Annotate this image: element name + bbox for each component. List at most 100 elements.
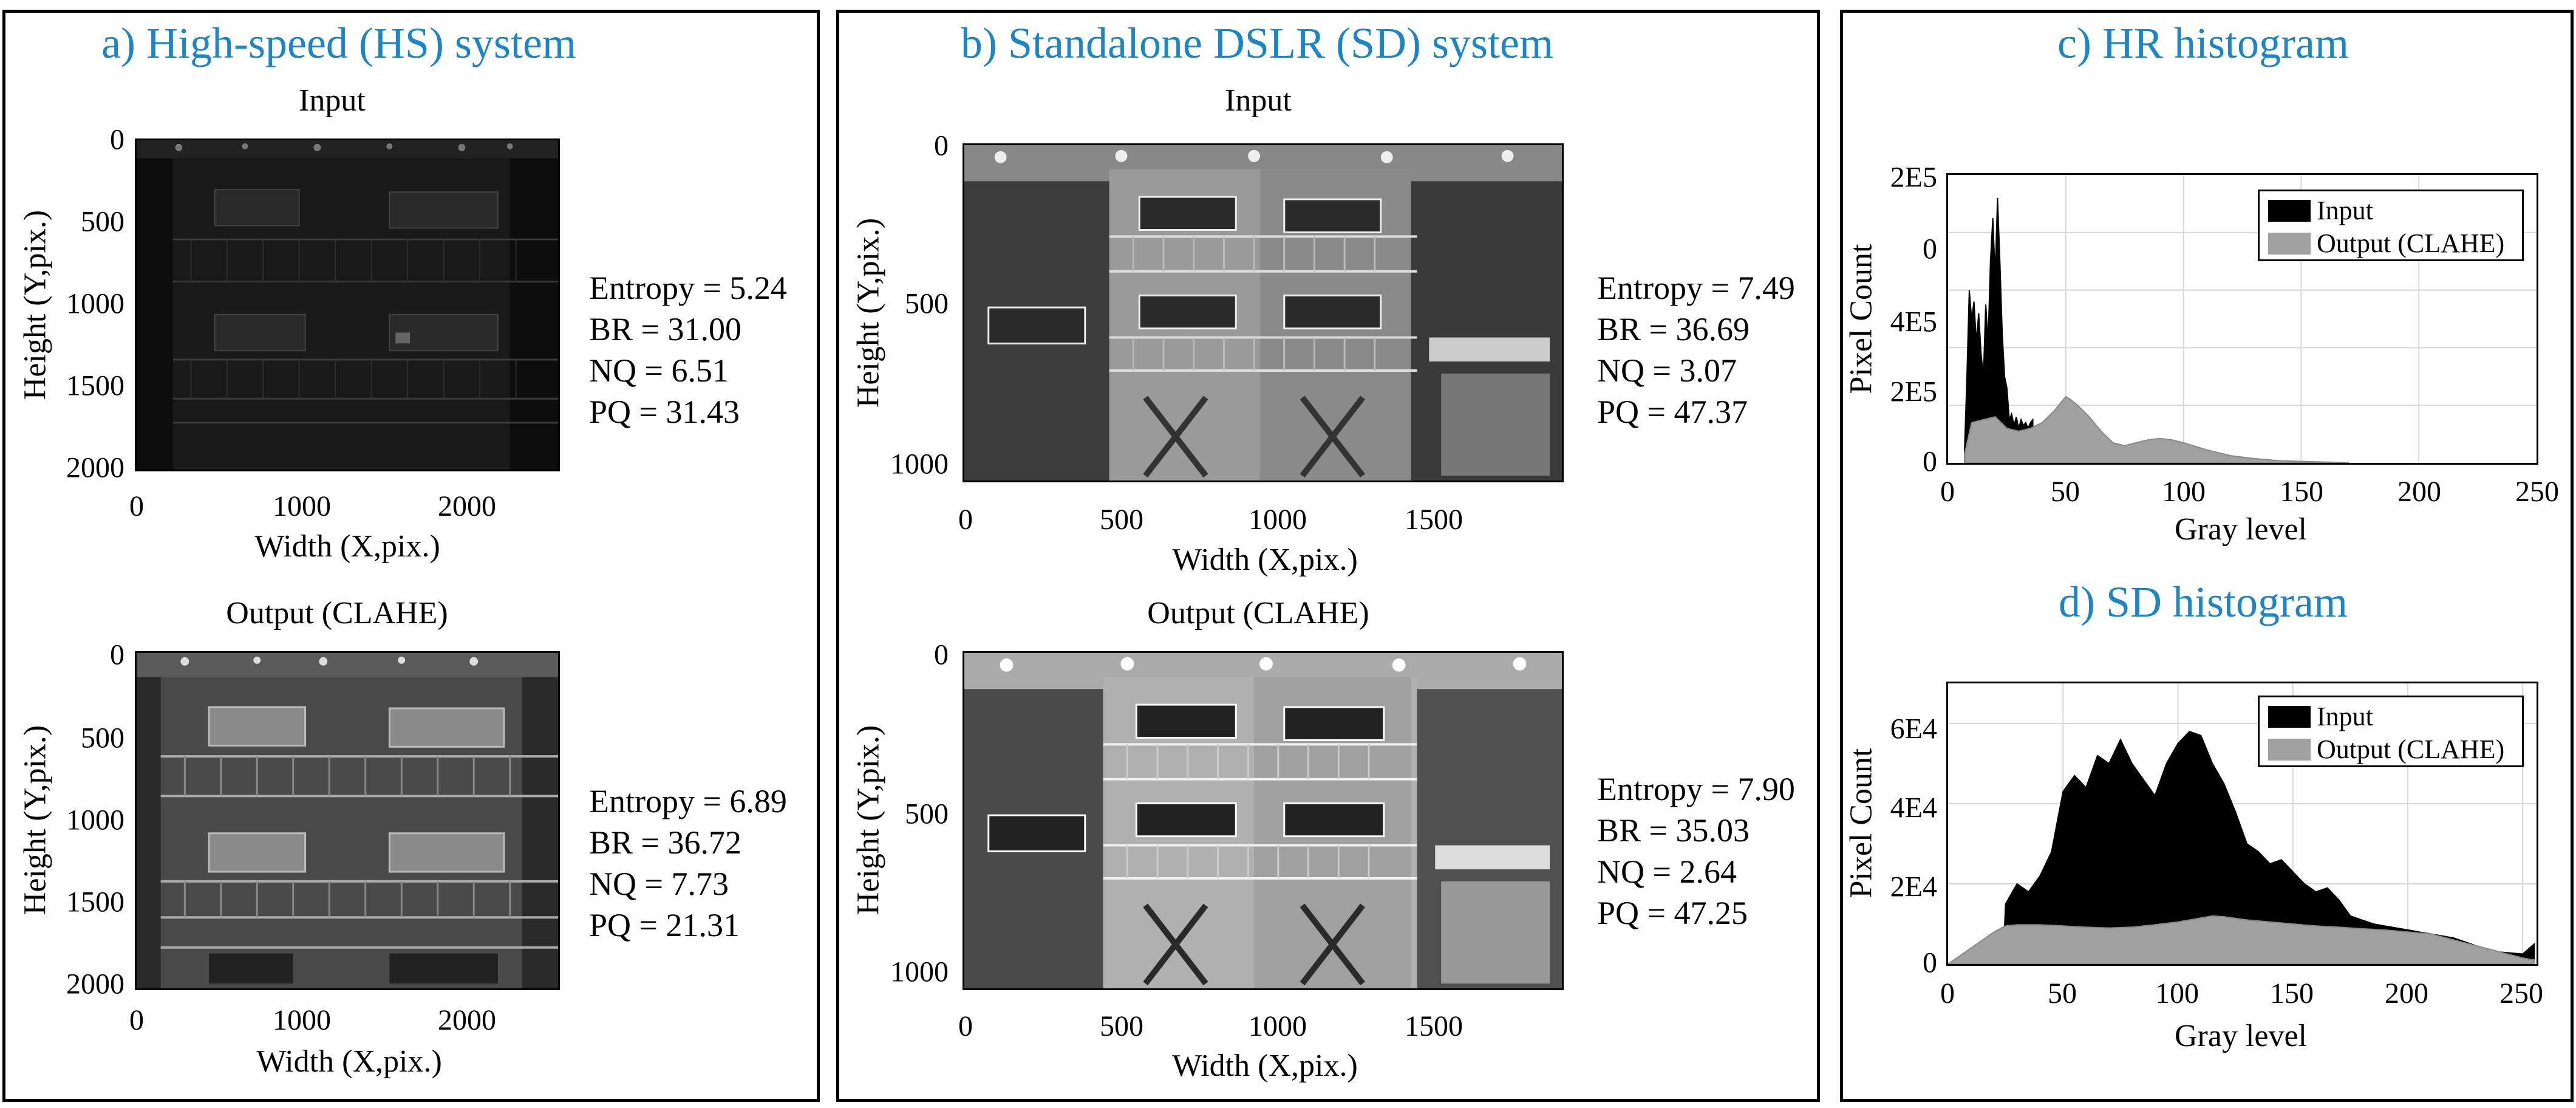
panel-c-ytick: 0 [1923,445,1937,478]
panel-b-input-xtick: 1500 [1405,504,1463,536]
legend-label-output: Output (CLAHE) [2317,228,2505,258]
panel-b-output-image [963,651,1564,990]
panel-b-input-ytick: 1000 [890,448,949,480]
panel-b-output-ytick: 500 [905,798,949,830]
panel-a-output-xtick: 1000 [273,1004,331,1036]
panel-a-output-image [135,651,560,990]
panel-d-xtick: 50 [2048,977,2077,1010]
panel-d-xtick: 0 [1940,977,1955,1010]
stat-nq: NQ = 6.51 [589,352,729,389]
panel-c-ytick: 2E5 [1890,161,1937,194]
legend-swatch-input [2268,199,2311,222]
series-input-area [1964,197,2034,463]
panel-b-output-xtick: 500 [1100,1010,1143,1042]
panel-b-output-ytick: 1000 [890,956,949,988]
panel-d-ytick: 2E4 [1890,870,1937,903]
stat-br: BR = 36.69 [1597,311,1750,347]
panel-a-input-ytick: 500 [81,205,124,238]
legend-label-input: Input [2317,702,2373,731]
panel-a-input-image [135,138,560,471]
panel-b-input-xtick: 500 [1100,504,1143,536]
panel-a-input-stats: Entropy = 5.24 BR = 31.00 NQ = 6.51 PQ =… [589,267,787,433]
series-input-area [2002,731,2535,964]
panel-c-ytick: 2E5 [1890,375,1937,408]
stat-br: BR = 35.03 [1597,812,1750,849]
panel-d-xtick: 200 [2385,977,2428,1010]
panel-b-input-ylabel: Height (Y,pix.) [851,217,886,408]
panel-a-input-label: Input [299,83,366,118]
stat-pq: PQ = 31.43 [589,394,740,430]
panel-d-title: d) SD histogram [2059,578,2348,626]
panel-a-output-xtick: 2000 [438,1004,496,1036]
stat-entropy: Entropy = 5.24 [589,270,787,306]
stat-entropy: Entropy = 7.90 [1597,771,1795,807]
stat-pq: PQ = 47.37 [1597,394,1748,430]
stat-nq: NQ = 3.07 [1597,352,1737,389]
stat-nq: NQ = 7.73 [589,866,729,902]
stat-pq: PQ = 21.31 [589,907,740,943]
panel-d-xtick: 100 [2155,977,2199,1010]
panel-a-output-label: Output (CLAHE) [226,596,448,631]
panel-b-output-stats: Entropy = 7.90 BR = 35.03 NQ = 2.64 PQ =… [1597,768,1795,934]
panel-c-ylabel: Pixel Count [1844,244,1879,394]
panel-a-output-ytick: 0 [110,638,124,671]
panel-b-input-stats: Entropy = 7.49 BR = 36.69 NQ = 3.07 PQ =… [1597,267,1795,433]
panel-a-title: a) High-speed (HS) system [101,19,576,67]
panel-b-output-ytick: 0 [934,638,949,671]
legend-swatch-output [2268,738,2311,761]
panel-d-ytick: 6E4 [1890,713,1937,745]
panel-d-xlabel: Gray level [2174,1019,2308,1053]
stat-nq: NQ = 2.64 [1597,853,1737,890]
stat-br: BR = 36.72 [589,824,741,861]
panel-b-input-xlabel: Width (X,pix.) [1172,542,1358,577]
panel-a-input-xlabel: Width (X,pix.) [254,529,440,564]
panel-b-output-ylabel: Height (Y,pix.) [851,725,886,915]
panel-c-legend: Input Output (CLAHE) [2258,190,2524,261]
panel-c-title: c) HR histogram [2057,19,2349,67]
panel-b-output-xtick: 1000 [1249,1010,1307,1042]
panel-a-output-stats: Entropy = 6.89 BR = 36.72 NQ = 7.73 PQ =… [589,781,787,946]
stat-entropy: Entropy = 7.49 [1597,270,1795,306]
panel-a-output-ylabel: Height (Y,pix.) [18,725,53,915]
panel-d-ytick: 0 [1923,946,1937,979]
panel-a-input-xtick: 0 [129,490,144,522]
panel-b-input-ytick: 500 [905,287,949,320]
panel-b-input-xtick: 0 [958,504,973,536]
panel-a-output-ytick: 1500 [66,886,124,918]
panel-a-output-ytick: 500 [81,722,124,754]
panel-a-input-ytick: 0 [110,123,124,156]
panel-b-title: b) Standalone DSLR (SD) system [961,19,1553,67]
panel-d-ytick: 4E4 [1890,792,1937,824]
panel-a-output-xtick: 0 [129,1004,144,1036]
panel-c-xtick: 150 [2280,476,2323,508]
panel-b-output-xtick: 1500 [1405,1010,1463,1042]
panel-c-ytick: 4E5 [1890,306,1937,338]
series-output-area [1964,395,2349,463]
panel-d-xtick: 150 [2270,977,2314,1010]
panel-b-output-xlabel: Width (X,pix.) [1172,1048,1358,1083]
panel-b-input-label: Input [1225,83,1292,118]
panel-a-input-ytick: 1500 [66,369,124,402]
panel-b-output-label: Output (CLAHE) [1147,596,1369,631]
legend-swatch-output [2268,232,2311,255]
panel-d-xtick: 250 [2499,977,2543,1010]
panel-c-xtick: 0 [1940,476,1955,508]
panel-b-input-xtick: 1000 [1249,504,1307,536]
panel-d-legend: Input Output (CLAHE) [2258,696,2524,767]
panel-a-output-xlabel: Width (X,pix.) [256,1044,442,1079]
panel-d-ylabel: Pixel Count [1844,748,1879,898]
panel-c-xtick: 50 [2051,476,2080,508]
legend-label-input: Input [2317,196,2373,225]
panel-c-xlabel: Gray level [2174,512,2308,547]
panel-c-xtick: 200 [2397,476,2441,508]
panel-a-input-xtick: 2000 [438,490,496,522]
panel-a-input-ylabel: Height (Y,pix.) [18,210,53,400]
panel-a-input-ytick: 1000 [66,287,124,320]
stat-br: BR = 31.00 [589,311,741,347]
panel-c-xtick: 100 [2162,476,2206,508]
panel-c-ytick: 0 [1923,233,1937,265]
panel-b-output-xtick: 0 [958,1010,973,1042]
legend-swatch-input [2268,705,2311,728]
panel-b-input-image [963,143,1564,482]
series-output-area [1948,915,2535,964]
